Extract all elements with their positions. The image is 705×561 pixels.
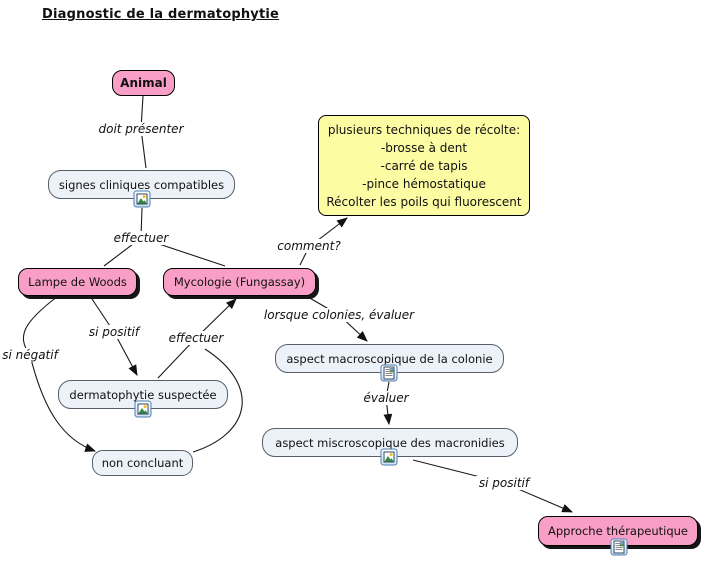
note-line: -brosse à dent — [380, 141, 468, 155]
landscape-glyph — [136, 193, 148, 205]
link-label-doit-presenter[interactable]: doit présenter — [95, 122, 187, 136]
note-line: Récolter les poils qui fluorescent — [326, 195, 522, 209]
edge-lampe-sinegatif-nonconcluant — [22, 295, 97, 452]
link-label-effectuer-1[interactable]: effectuer — [110, 231, 172, 245]
image-attachment-icon[interactable] — [133, 190, 151, 208]
link-label-effectuer-2[interactable]: effectuer — [165, 331, 227, 345]
link-label-si-negatif[interactable]: si négatif — [0, 348, 61, 362]
note-techniques-recolte[interactable]: plusieurs techniques de récolte: -brosse… — [318, 115, 530, 216]
link-label-lorsque-colonies[interactable]: lorsque colonies, évaluer — [260, 308, 418, 322]
page-title: Diagnostic de la dermatophytie — [42, 7, 280, 22]
image-attachment-icon[interactable] — [380, 448, 398, 466]
note-line: plusieurs techniques de récolte: — [327, 123, 521, 137]
concept-node-mycologie[interactable]: Mycologie (Fungassay) — [163, 268, 316, 296]
image-attachment-icon[interactable] — [134, 400, 152, 418]
link-label-comment[interactable]: comment? — [274, 239, 344, 253]
link-label-evaluer[interactable]: évaluer — [360, 391, 412, 405]
document-attachment-icon[interactable] — [380, 364, 398, 382]
concept-node-aspect-microscopique[interactable]: aspect miscroscopique des macronidies — [262, 428, 518, 457]
landscape-glyph — [137, 403, 149, 415]
concept-node-non-concluant[interactable]: non concluant — [92, 450, 193, 476]
note-line: -pince hémostatique — [362, 177, 486, 191]
concept-node-aspect-macroscopique[interactable]: aspect macroscopique de la colonie — [275, 344, 504, 373]
document-glyph — [383, 366, 395, 380]
link-label-si-positif-2[interactable]: si positif — [475, 476, 533, 490]
concept-node-lampe-de-woods[interactable]: Lampe de Woods — [18, 268, 137, 296]
concept-node-animal[interactable]: Animal — [112, 70, 175, 96]
link-label-si-positif-1[interactable]: si positif — [85, 325, 143, 339]
note-line: -carré de tapis — [380, 159, 468, 173]
document-attachment-icon[interactable] — [610, 538, 628, 556]
document-glyph — [613, 540, 625, 554]
landscape-glyph — [383, 451, 395, 463]
